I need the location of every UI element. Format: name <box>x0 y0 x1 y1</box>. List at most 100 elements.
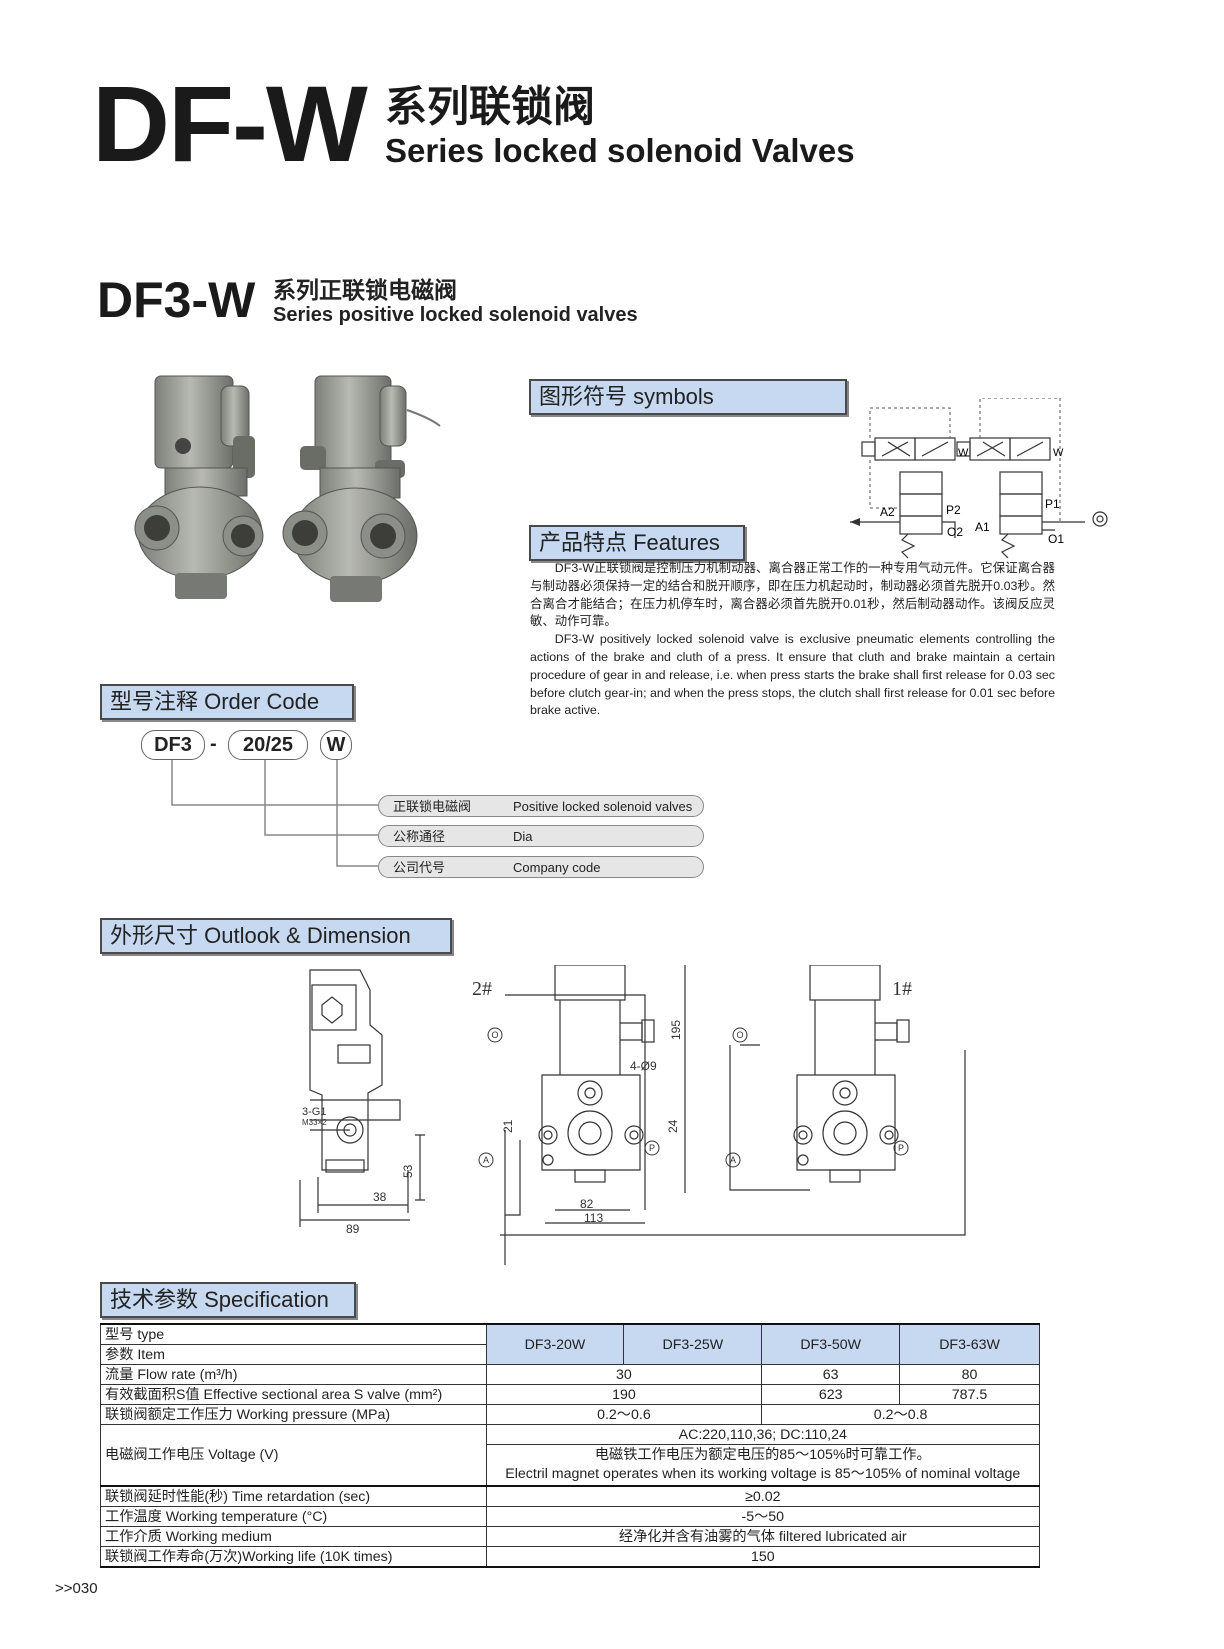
table-row: 电磁阀工作电压 Voltage (V) AC:220,110,36; DC:11… <box>100 1424 1041 1487</box>
spec-flow-63: 80 <box>899 1364 1040 1385</box>
spec-pressure-label: 联锁阀额定工作压力 Working pressure (MPa) <box>100 1404 487 1425</box>
section-header-order-code: 型号注释 Order Code <box>100 684 354 720</box>
spec-area-20-25: 190 <box>485 1384 763 1405</box>
spec-voltage-note-en: Electril magnet operates when its workin… <box>505 1466 1021 1482</box>
order-code-row-company-en: Company code <box>513 860 601 875</box>
order-code-row-type-en: Positive locked solenoid valves <box>513 799 693 814</box>
features-description: DF3-W正联锁阀是控制压力机制动器、离合器正常工作的一种专用气动元件。它保证离… <box>530 560 1055 720</box>
page-title-en: Series locked solenoid Valves <box>385 132 855 169</box>
subtitle-en: Series positive locked solenoid valves <box>273 304 638 326</box>
order-code-row-company-cn: 公司代号 <box>393 860 446 875</box>
spec-area-50: 623 <box>761 1384 901 1405</box>
symbol-label-o2: O2 <box>947 525 963 539</box>
table-row: 联锁阀延时性能(秒) Time retardation (sec) ≥0.02 <box>100 1485 1041 1507</box>
dimension-drawing: 3-G1 M33×2 53 38 89 2# 1# 195 4-Ø9 21 24… <box>299 965 966 1265</box>
table-row: 有效截面积S值 Effective sectional area S valve… <box>100 1384 1040 1405</box>
order-code-connectors <box>171 760 378 867</box>
spec-time-label: 联锁阀延时性能(秒) Time retardation (sec) <box>100 1485 487 1507</box>
spec-voltage-note-cn: 电磁铁工作电压为额定电压的85～105%时可靠工作。 <box>594 1447 931 1463</box>
port-o-1: O <box>736 1030 743 1040</box>
table-row: 工作介质 Working medium 经净化并含有油雾的气体 filtered… <box>100 1526 1041 1547</box>
dim-label-m33: M33×2 <box>302 1118 327 1127</box>
table-row: 流量 Flow rate (m³/h) 30 63 80 <box>100 1364 1040 1385</box>
product-photo <box>134 375 441 602</box>
spec-type-label: 型号 type <box>100 1323 487 1345</box>
spec-temp-label: 工作温度 Working temperature (°C) <box>100 1506 487 1527</box>
symbol-label-p1: P1 <box>1045 497 1060 511</box>
table-row: 联锁阀工作寿命(万次)Working life (10K times) 150 <box>100 1546 1041 1568</box>
subtitle-cn: 系列正联锁电磁阀 <box>273 277 457 303</box>
port-o-2: O <box>491 1030 498 1040</box>
spec-flow-20-25: 30 <box>485 1364 763 1385</box>
section-header-dimension: 外形尺寸 Outlook & Dimension <box>100 918 452 954</box>
dim-label-21: 21 <box>501 1119 515 1133</box>
dim-label-53: 53 <box>401 1164 415 1178</box>
page-number: >>030 <box>55 1580 98 1597</box>
order-code-company: W <box>320 730 352 760</box>
spec-medium-value: 经净化并含有油雾的气体 filtered lubricated air <box>485 1526 1041 1547</box>
subtitle-model: DF3-W <box>97 272 256 328</box>
page-title-cn: 系列联锁阀 <box>385 83 596 130</box>
symbol-label-p2: P2 <box>946 503 961 517</box>
section-header-symbols: 图形符号 symbols <box>529 379 847 415</box>
spec-flow-50: 63 <box>761 1364 901 1385</box>
spec-voltage-label: 电磁阀工作电压 Voltage (V) <box>100 1424 487 1487</box>
spec-time-value: ≥0.02 <box>485 1485 1041 1507</box>
section-header-features: 产品特点 Features <box>529 525 745 561</box>
order-code-row-type-cn: 正联锁电磁阀 <box>393 799 472 814</box>
symbol-label-w-right: W <box>1053 447 1064 459</box>
port-a-1: A <box>730 1155 736 1165</box>
pneumatic-symbol-diagram: A2 P2 O2 A1 P1 O1 W W <box>850 398 1108 559</box>
spec-flow-label: 流量 Flow rate (m³/h) <box>100 1364 487 1385</box>
order-code-row-dia: 公称通径 Dia <box>378 825 704 847</box>
dim-label-195: 195 <box>669 1020 683 1040</box>
spec-pressure-50-63: 0.2～0.8 <box>761 1404 1040 1425</box>
symbol-label-a1: A1 <box>975 520 990 534</box>
port-p-2: P <box>649 1143 655 1153</box>
port-p-1: P <box>898 1143 904 1153</box>
dim-label-82: 82 <box>580 1197 594 1211</box>
spec-voltage-values: AC:220,110,36; DC:110,24 <box>485 1424 1041 1445</box>
table-row: 工作温度 Working temperature (°C) -5～50 <box>100 1506 1041 1527</box>
dim-label-mark-1: 1# <box>892 978 912 1000</box>
table-row: 联锁阀额定工作压力 Working pressure (MPa) 0.2～0.6… <box>100 1404 1040 1425</box>
spec-medium-label: 工作介质 Working medium <box>100 1526 487 1547</box>
dim-label-113: 113 <box>584 1211 603 1225</box>
spec-model-50w: DF3-50W <box>761 1323 901 1365</box>
spec-voltage-note: 电磁铁工作电压为额定电压的85～105%时可靠工作。 Electril magn… <box>485 1444 1041 1487</box>
symbol-label-w-left: W <box>958 447 969 459</box>
order-code-row-type: 正联锁电磁阀 Positive locked solenoid valves <box>378 795 704 817</box>
dim-label-38: 38 <box>373 1190 387 1204</box>
spec-temp-value: -5～50 <box>485 1506 1041 1527</box>
page-title-model: DF-W <box>92 63 368 184</box>
spec-life-value: 150 <box>485 1546 1041 1568</box>
features-text-en: DF3-W positively locked solenoid valve i… <box>530 632 1055 718</box>
spec-area-63: 787.5 <box>899 1384 1040 1405</box>
order-code-separator: - <box>210 733 217 755</box>
symbol-label-o1: O1 <box>1048 532 1064 546</box>
symbol-label-a2: A2 <box>880 505 895 519</box>
dim-label-hole: 4-Ø9 <box>630 1059 657 1073</box>
spec-model-25w: DF3-25W <box>623 1323 763 1365</box>
table-row: 型号 type DF3-20W DF3-25W DF3-50W DF3-63W <box>100 1323 1040 1365</box>
spec-area-label: 有效截面积S值 Effective sectional area S valve… <box>100 1384 487 1405</box>
order-code-dia: 20/25 <box>228 730 308 760</box>
port-a-2: A <box>483 1155 489 1165</box>
features-text-cn: DF3-W正联锁阀是控制压力机制动器、离合器正常工作的一种专用气动元件。它保证离… <box>530 561 1055 629</box>
spec-life-label: 联锁阀工作寿命(万次)Working life (10K times) <box>100 1546 487 1568</box>
dim-label-mark-2: 2# <box>472 978 492 1000</box>
dim-label-89: 89 <box>346 1222 360 1236</box>
spec-model-20w: DF3-20W <box>485 1323 625 1365</box>
spec-model-63w: DF3-63W <box>899 1323 1040 1365</box>
order-code-row-dia-en: Dia <box>513 829 533 844</box>
spec-pressure-20-25: 0.2～0.6 <box>485 1404 763 1425</box>
dim-label-g1: 3-G1 <box>302 1106 326 1118</box>
order-code-row-dia-cn: 公称通径 <box>393 829 446 844</box>
spec-table: 型号 type DF3-20W DF3-25W DF3-50W DF3-63W … <box>100 1323 1041 1568</box>
section-header-spec: 技术参数 Specification <box>100 1282 356 1318</box>
dim-label-24: 24 <box>666 1119 680 1133</box>
order-code-series: DF3 <box>141 730 205 760</box>
order-code-row-company: 公司代号 Company code <box>378 856 704 878</box>
table-row: 电磁铁工作电压为额定电压的85～105%时可靠工作。 Electril magn… <box>101 1444 1041 1487</box>
spec-item-label: 参数 Item <box>100 1344 487 1365</box>
